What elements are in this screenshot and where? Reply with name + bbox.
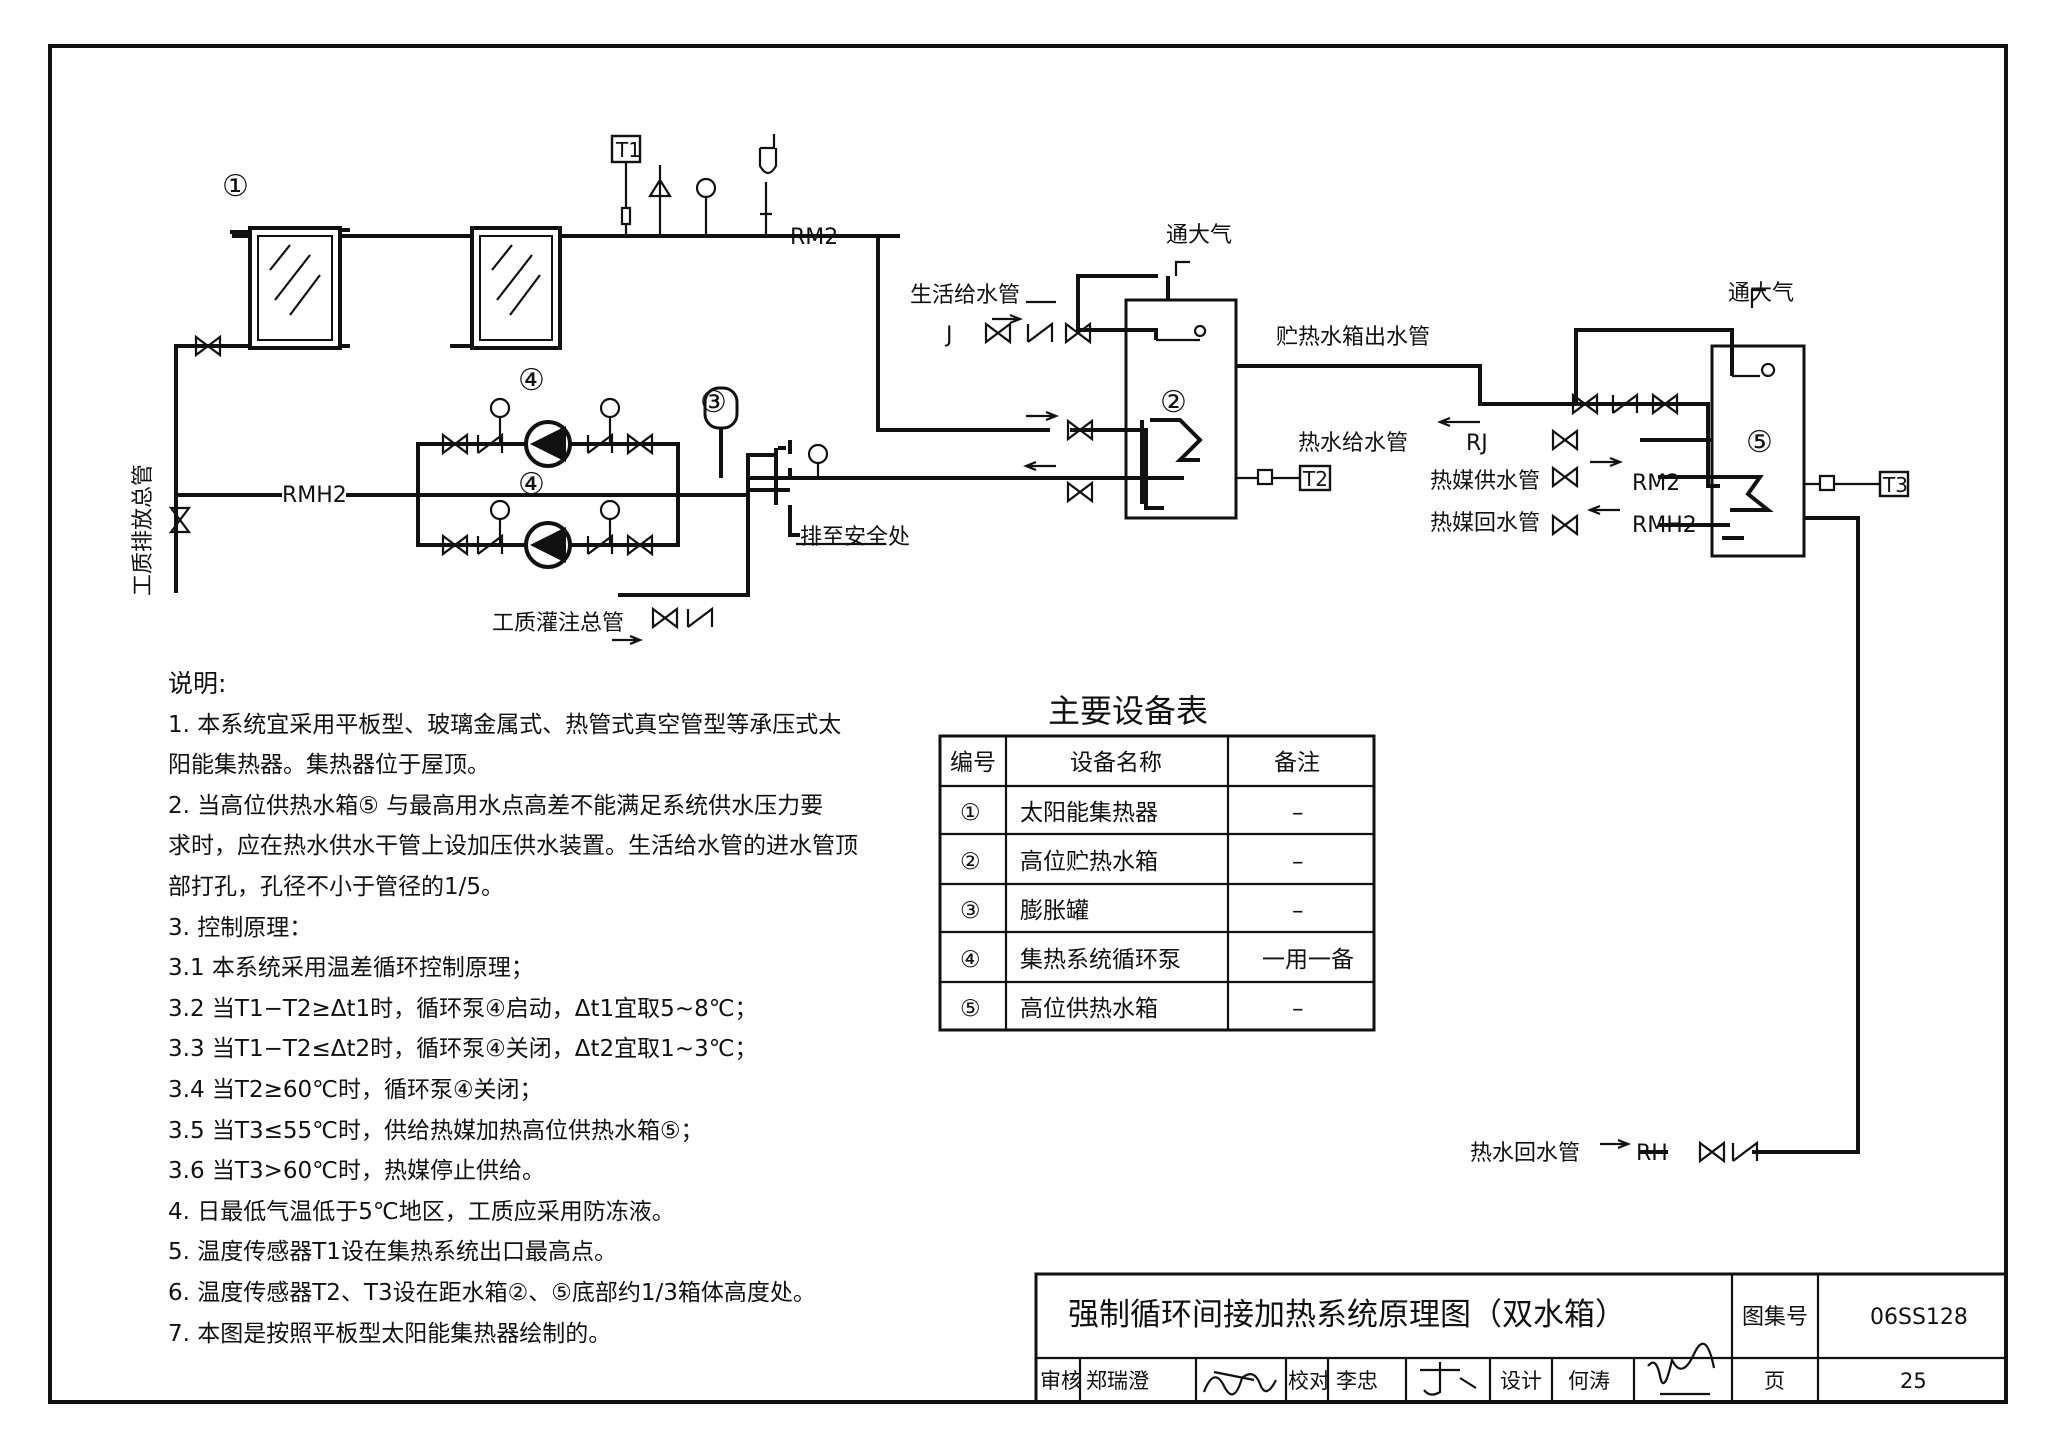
label-pump-lower: ④ <box>518 467 545 502</box>
title-block: 强制循环间接加热系统原理图（双水箱） 图集号 06SS128 审核 郑瑞澄 校对… <box>1034 1272 2008 1404</box>
table-cell: – <box>1292 996 1304 1022</box>
table-cell: 太阳能集热器 <box>1020 800 1158 826</box>
page-no: 25 <box>1900 1369 1927 1393</box>
label-hm-return: 热媒回水管 <box>1430 511 1540 536</box>
note-line: 3.3 当T1−T2≤Δt2时，循环泵④关闭，Δt2宜取1~3℃； <box>168 1036 758 1063</box>
label-fill-main: 工质灌注总管 <box>492 611 624 636</box>
flow-arrows <box>612 300 1631 1150</box>
table-cell: ⑤ <box>960 996 981 1022</box>
label-t3: T3 <box>1882 473 1908 497</box>
rm2-main <box>830 234 1050 432</box>
table-cell: 膨胀罐 <box>1020 898 1089 924</box>
label-tank-5: ⑤ <box>1746 425 1773 460</box>
label-pump-upper: ④ <box>518 363 545 398</box>
label-tank-outlet: 贮热水箱出水管 <box>1276 325 1430 350</box>
pressure-gauges <box>489 177 829 545</box>
note-line: 求时，应在热水供水干管上设加压供水装置。生活给水管的进水管顶 <box>168 833 858 860</box>
equipment-table: 主要设备表 编号 设备名称 备注 ① 太阳能集热器 – ② 高位贮热水箱 – ③… <box>938 692 1376 1032</box>
check-name: 李忠 <box>1336 1369 1378 1393</box>
drawing-frame <box>48 44 2008 1404</box>
atlas-no: 06SS128 <box>1870 1305 1968 1330</box>
table-cell: – <box>1292 800 1304 826</box>
note-line: 4. 日最低气温低于5℃地区，工质应采用防冻液。 <box>168 1198 675 1225</box>
fill-line <box>618 495 750 597</box>
note-line: 2. 当高位供热水箱⑤ 与最高用水点高差不能满足系统供水压力要 <box>168 792 824 819</box>
solar-collector-1 <box>248 226 342 350</box>
equipment-table-title: 主要设备表 <box>1048 692 1208 730</box>
design-name: 何涛 <box>1568 1369 1610 1393</box>
table-cell: 高位供热水箱 <box>1020 996 1158 1022</box>
table-cell: 集热系统循环泵 <box>1020 947 1181 973</box>
table-cell: – <box>1292 898 1304 924</box>
label-hw-return: 热水回水管 <box>1470 1141 1580 1166</box>
review-label: 审核 <box>1040 1369 1082 1393</box>
reviewer-signature <box>1202 1370 1277 1396</box>
label-hw-supply: 热水给水管 <box>1298 431 1408 456</box>
note-line: 3.6 当T3>60℃时，热媒停止供给。 <box>168 1158 545 1185</box>
design-label: 设计 <box>1500 1369 1542 1393</box>
note-line: 1. 本系统宜采用平板型、玻璃金属式、热管式真空管型等承压式太 <box>168 711 842 738</box>
label-domestic-supply: 生活给水管 <box>910 283 1020 308</box>
circulation-pump-upper <box>524 420 572 468</box>
drawing-title: 强制循环间接加热系统原理图（双水箱） <box>1068 1297 1626 1333</box>
atlas-label: 图集号 <box>1742 1305 1808 1330</box>
label-t2: T2 <box>1302 467 1328 491</box>
checker-signature <box>1420 1362 1477 1396</box>
note-line: 3. 控制原理： <box>168 914 313 941</box>
tank-outlet-pipe <box>1236 364 1720 488</box>
supply-tank-5 <box>1710 288 1806 558</box>
notes-block: 说明: 1. 本系统宜采用平板型、玻璃金属式、热管式真空管型等承压式太 阳能集热… <box>168 664 858 1354</box>
label-vent-2: 通大气 <box>1728 281 1794 306</box>
label-rmh2-left: RMH2 <box>282 483 347 508</box>
review-name: 郑瑞澄 <box>1086 1369 1149 1393</box>
note-line: 部打孔，孔径不小于管径的1/5。 <box>168 873 505 900</box>
note-line: 6. 温度传感器T2、T3设在距水箱②、⑤底部约1/3箱体高度处。 <box>168 1279 816 1306</box>
label-rm2-right: RM2 <box>1632 471 1680 496</box>
label-drain-safe: 排至安全处 <box>800 525 910 550</box>
hot-water-return <box>1752 516 1860 1154</box>
label-tank-2: ② <box>1160 385 1187 420</box>
note-line: 5. 温度传感器T1设在集热系统出口最高点。 <box>168 1239 617 1266</box>
note-line: 3.5 当T3≤55℃时，供给热媒加热高位供热水箱⑤； <box>168 1117 704 1144</box>
note-line: 阳能集热器。集热器位于屋顶。 <box>168 752 490 779</box>
page-label: 页 <box>1764 1369 1785 1393</box>
note-line: 3.4 当T2≥60℃时，循环泵④关闭； <box>168 1076 543 1103</box>
label-j: J <box>944 323 953 348</box>
drain-riser <box>174 344 250 593</box>
label-rj: RJ <box>1466 431 1488 456</box>
table-header-no: 编号 <box>950 750 996 776</box>
table-cell: ③ <box>960 898 981 924</box>
notes-title: 说明: <box>168 669 227 698</box>
table-cell: 高位贮热水箱 <box>1020 849 1158 875</box>
label-vent-1: 通大气 <box>1166 223 1232 248</box>
note-line: 7. 本图是按照平板型太阳能集热器绘制的。 <box>168 1320 612 1347</box>
solar-collector-2 <box>470 226 562 350</box>
note-line: 3.2 当T1−T2≥Δt1时，循环泵④启动，Δt1宜取5~8℃； <box>168 995 758 1022</box>
note-line: 3.1 本系统采用温差循环控制原理； <box>168 955 534 982</box>
circulation-pump-lower <box>524 521 572 569</box>
label-expansion-tank: ③ <box>700 385 727 420</box>
label-rmh2-right: RMH2 <box>1632 513 1697 538</box>
expansion-tank <box>703 386 739 478</box>
top-accessories <box>610 134 778 236</box>
table-cell: ② <box>960 849 981 875</box>
table-cell: 一用一备 <box>1262 947 1354 973</box>
designer-signature <box>1647 1342 1716 1396</box>
check-label: 校对 <box>1288 1369 1330 1393</box>
label-drain-main: 工质排放总管 <box>131 464 156 596</box>
storage-tank-2 <box>1124 260 1238 520</box>
label-t1: T1 <box>615 138 641 162</box>
label-rm2-top: RM2 <box>790 225 838 250</box>
table-cell: ④ <box>960 947 981 973</box>
table-header-remark: 备注 <box>1274 750 1320 776</box>
rmh2-return <box>346 442 1062 547</box>
table-cell: – <box>1292 849 1304 875</box>
label-rh: RH <box>1636 1141 1668 1166</box>
label-hm-supply: 热媒供水管 <box>1430 469 1540 494</box>
table-header-name: 设备名称 <box>1070 750 1162 776</box>
table-cell: ① <box>960 800 981 826</box>
label-collector: ① <box>222 169 249 204</box>
